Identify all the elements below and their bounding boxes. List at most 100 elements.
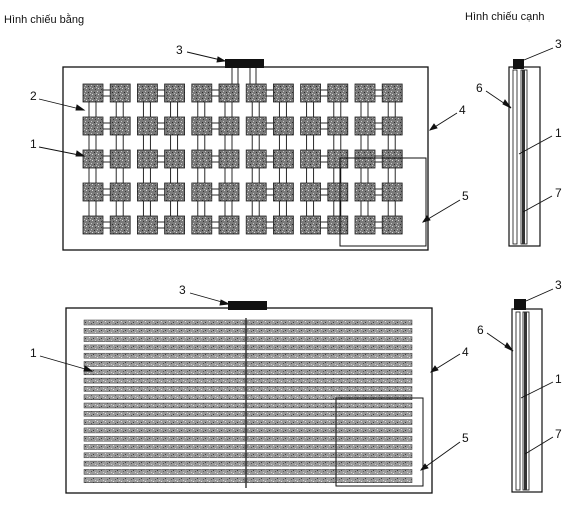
side-view-bottom bbox=[511, 299, 543, 493]
solar-cell bbox=[164, 83, 186, 103]
solar-cell bbox=[354, 149, 376, 169]
label-2-top: 2 bbox=[30, 89, 37, 103]
strip-array-bottom bbox=[83, 318, 413, 488]
solar-cell bbox=[300, 182, 322, 202]
label-4-top: 4 bbox=[459, 103, 466, 117]
label-7-side-bottom: 7 bbox=[555, 427, 562, 441]
thin-film-strip bbox=[246, 435, 413, 442]
label-1-bottom: 1 bbox=[30, 346, 37, 360]
solar-cell bbox=[109, 215, 131, 235]
solar-cell bbox=[272, 182, 294, 202]
solar-cell bbox=[82, 182, 104, 202]
thin-film-strip bbox=[83, 352, 246, 359]
side-cell-layer-top bbox=[522, 70, 525, 244]
solar-cell bbox=[191, 182, 213, 202]
side-layer-bottom-1 bbox=[515, 311, 521, 491]
solar-cell bbox=[300, 116, 322, 136]
solar-cell bbox=[109, 182, 131, 202]
solar-cell bbox=[136, 116, 158, 136]
detail-box-top bbox=[339, 157, 427, 247]
solar-cell bbox=[245, 215, 267, 235]
solar-cell bbox=[82, 149, 104, 169]
solar-cell bbox=[245, 149, 267, 169]
solar-cell bbox=[164, 215, 186, 235]
junction-box-bottom bbox=[228, 301, 267, 310]
solar-cell bbox=[136, 182, 158, 202]
solar-cell bbox=[191, 116, 213, 136]
thin-film-strip bbox=[83, 402, 246, 409]
solar-cell bbox=[300, 215, 322, 235]
thin-film-strip bbox=[246, 411, 413, 417]
solar-cell bbox=[272, 83, 294, 103]
thin-film-strip bbox=[83, 411, 246, 417]
thin-film-strip bbox=[83, 369, 246, 376]
cell-grid-top bbox=[82, 68, 403, 235]
solar-cell bbox=[109, 83, 131, 103]
solar-cell bbox=[272, 149, 294, 169]
junction-box-top bbox=[225, 59, 264, 68]
callout-labels: 3 2 1 4 5 3 6 1 7 3 1 4 5 3 6 1 7 bbox=[30, 37, 562, 445]
solar-cell bbox=[272, 215, 294, 235]
thin-film-strip bbox=[246, 402, 413, 409]
solar-cell bbox=[82, 116, 104, 136]
thin-film-strip bbox=[83, 361, 246, 367]
thin-film-strip bbox=[83, 328, 246, 334]
thin-film-strip bbox=[246, 394, 413, 400]
thin-film-strip bbox=[83, 427, 246, 434]
solar-cell bbox=[218, 215, 240, 235]
solar-cell bbox=[82, 83, 104, 103]
thin-film-strip bbox=[246, 427, 413, 434]
side-layer-top-1 bbox=[512, 69, 518, 245]
solar-cell bbox=[354, 215, 376, 235]
solar-cell bbox=[191, 215, 213, 235]
thin-film-strip bbox=[246, 460, 413, 467]
label-1-side-top: 1 bbox=[555, 126, 562, 140]
thin-film-strip bbox=[83, 377, 246, 384]
label-3-side-bottom: 3 bbox=[555, 278, 562, 292]
thin-film-strip bbox=[83, 444, 246, 450]
thin-film-strip bbox=[83, 319, 246, 326]
thin-film-strip bbox=[246, 319, 413, 326]
thin-film-strip bbox=[83, 336, 246, 342]
side-junction-box-bottom bbox=[514, 299, 526, 310]
solar-cell bbox=[327, 182, 349, 202]
thin-film-strip bbox=[83, 435, 246, 442]
solar-cell bbox=[300, 83, 322, 103]
thin-film-strip bbox=[246, 386, 413, 392]
thin-film-strip bbox=[83, 460, 246, 467]
label-3-side-top: 3 bbox=[555, 37, 562, 51]
side-junction-box-top bbox=[513, 59, 524, 69]
side-view-title: Hình chiếu cạnh bbox=[465, 11, 545, 23]
solar-cell bbox=[327, 149, 349, 169]
thin-film-strip bbox=[246, 477, 413, 483]
solar-cell bbox=[327, 116, 349, 136]
solar-cell bbox=[136, 149, 158, 169]
thin-film-strip bbox=[83, 419, 246, 425]
solar-cell bbox=[245, 116, 267, 136]
solar-cell bbox=[218, 149, 240, 169]
solar-cell bbox=[191, 83, 213, 103]
solar-cell bbox=[191, 149, 213, 169]
thin-film-strip bbox=[83, 452, 246, 459]
solar-cell bbox=[381, 116, 403, 136]
bottom-plan-view bbox=[65, 301, 433, 494]
thin-film-strip bbox=[246, 361, 413, 367]
solar-cell bbox=[381, 215, 403, 235]
solar-cell bbox=[272, 116, 294, 136]
thin-film-strip bbox=[246, 469, 413, 475]
solar-cell bbox=[218, 116, 240, 136]
top-plan-view bbox=[62, 59, 429, 251]
thin-film-strip bbox=[246, 377, 413, 384]
solar-cell bbox=[381, 182, 403, 202]
thin-film-strip bbox=[246, 336, 413, 342]
solar-cell bbox=[109, 149, 131, 169]
thin-film-strip bbox=[83, 477, 246, 483]
side-glass-top bbox=[508, 66, 541, 247]
side-glass-bottom bbox=[511, 308, 543, 493]
solar-cell bbox=[164, 116, 186, 136]
solar-cell bbox=[354, 182, 376, 202]
solar-cell bbox=[136, 83, 158, 103]
solar-cell bbox=[381, 83, 403, 103]
thin-film-strip bbox=[246, 352, 413, 359]
